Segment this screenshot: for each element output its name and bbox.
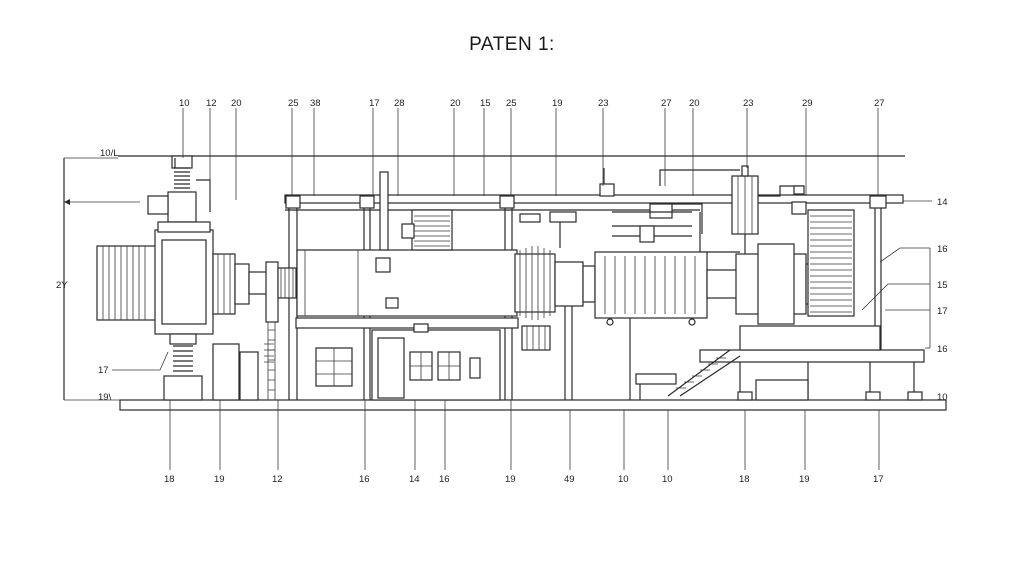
callout-label: 19\ [98, 392, 112, 403]
middle-shaft [277, 249, 519, 329]
callout-label: 27 [661, 98, 672, 109]
callout-label: 17 [369, 98, 380, 109]
callout-label: 19 [505, 474, 516, 485]
left-callout-labels: 2Y 17 19\ 10/L [56, 148, 119, 403]
callout-label: 23 [743, 98, 754, 109]
top-leader-lines [182, 108, 879, 200]
callout-label: 25 [506, 98, 517, 109]
callout-label: 17 [873, 474, 884, 485]
lower-cabinet [315, 323, 501, 401]
callout-label: 12 [272, 474, 283, 485]
upper-pipework [519, 168, 740, 253]
callout-label: 10 [618, 474, 629, 485]
ground-base [119, 399, 947, 411]
bottom-callout-labels: 18 19 12 16 14 16 19 49 10 10 18 19 17 [164, 474, 884, 485]
callout-label: 14 [937, 197, 948, 208]
callout-label: 20 [231, 98, 242, 109]
callout-label: 38 [310, 98, 321, 109]
callout-label: 2Y [56, 280, 68, 291]
left-leader-lines [112, 351, 169, 371]
callout-label: 27 [874, 98, 885, 109]
corner-label: 10/L [100, 148, 119, 159]
callout-label: 14 [409, 474, 420, 485]
upper-coil [379, 171, 453, 251]
left-lower-cabinets [212, 261, 279, 401]
callout-label: 18 [164, 474, 175, 485]
right-leader-lines [861, 200, 932, 349]
radiator-unit [594, 251, 738, 400]
top-callout-labels: 10 12 20 25 38 17 28 20 15 25 19 23 27 2… [179, 98, 885, 109]
central-coupling [514, 246, 596, 400]
callout-label: 10 [179, 98, 190, 109]
callout-label: 10 [937, 392, 948, 403]
bottom-leader-lines [169, 400, 880, 470]
callout-label: 16 [439, 474, 450, 485]
callout-label: 17 [937, 306, 948, 317]
callout-label: 15 [937, 280, 948, 291]
callout-label: 23 [598, 98, 609, 109]
callout-label: 28 [394, 98, 405, 109]
callout-label: 49 [564, 474, 575, 485]
callout-label: 20 [450, 98, 461, 109]
callout-label: 19 [214, 474, 225, 485]
callout-label: 16 [937, 344, 948, 355]
left-motor-assembly [96, 155, 270, 401]
callout-label: 20 [689, 98, 700, 109]
frame-lines [63, 155, 905, 401]
callout-label: 18 [739, 474, 750, 485]
callout-label: 17 [98, 365, 109, 376]
callout-label: 25 [288, 98, 299, 109]
right-motor [731, 165, 819, 325]
callout-label: 15 [480, 98, 491, 109]
callout-label: 10 [662, 474, 673, 485]
callout-label: 12 [206, 98, 217, 109]
callout-label: 19 [799, 474, 810, 485]
right-coil-stack [807, 209, 855, 317]
callout-label: 19 [552, 98, 563, 109]
callout-label: 16 [359, 474, 370, 485]
page-title: PATEN 1: [469, 34, 555, 55]
right-platform [635, 325, 925, 401]
callout-label: 29 [802, 98, 813, 109]
callout-label: 16 [937, 244, 948, 255]
right-callout-labels: 14 16 15 17 16 10 [937, 197, 948, 403]
